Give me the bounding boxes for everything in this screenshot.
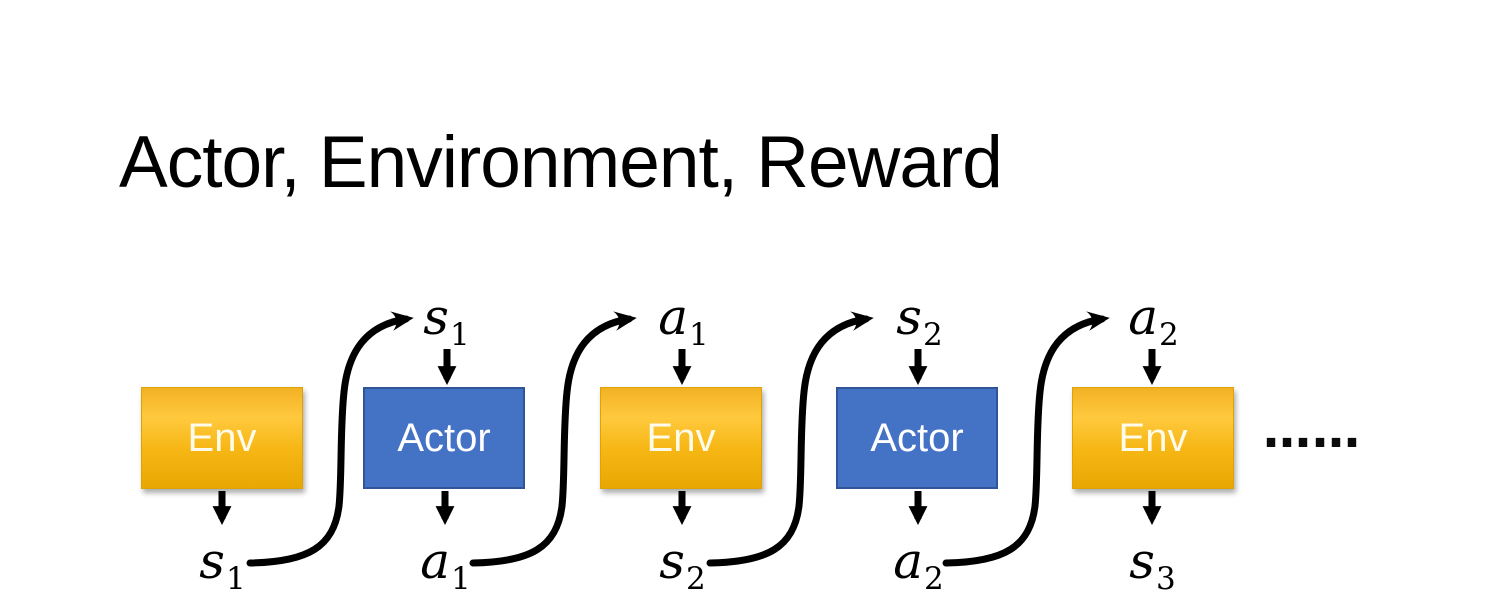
bottom-label-a1: a1 xyxy=(420,536,471,595)
bottom-label-s2-var: s xyxy=(659,532,685,590)
actor-box-2-label: Actor xyxy=(870,415,964,460)
top-label-s1-var: s xyxy=(423,288,449,346)
top-label-a2-var: a xyxy=(1128,288,1159,346)
env-box-1: Env xyxy=(141,387,303,489)
env-box-2: Env xyxy=(600,387,762,489)
continuation-dots: …… xyxy=(1263,403,1361,459)
bottom-label-a2-sub: 2 xyxy=(924,561,944,597)
bottom-label-s1-sub: 1 xyxy=(225,561,246,597)
top-label-s2-var: s xyxy=(896,288,922,346)
actor-box-2: Actor xyxy=(836,387,998,489)
actor-box-1-label: Actor xyxy=(397,415,491,460)
top-label-s1-sub: 1 xyxy=(449,317,470,353)
actor-box-1: Actor xyxy=(363,387,525,489)
top-label-a1-sub: 1 xyxy=(689,317,709,353)
bottom-label-a1-var: a xyxy=(420,532,451,590)
bottom-label-s2: s2 xyxy=(659,536,705,595)
top-label-s2-sub: 2 xyxy=(922,317,943,353)
bottom-label-s1: s1 xyxy=(199,536,245,595)
env-box-3: Env xyxy=(1072,387,1234,489)
env-box-1-label: Env xyxy=(187,415,257,460)
top-label-a2: a2 xyxy=(1128,292,1179,351)
top-label-a2-sub: 2 xyxy=(1159,317,1179,353)
bottom-label-s1-var: s xyxy=(199,532,225,590)
env-box-3-label: Env xyxy=(1118,415,1188,460)
env-box-2-label: Env xyxy=(646,415,716,460)
top-label-s2: s2 xyxy=(896,292,942,351)
bottom-label-s3: s3 xyxy=(1129,536,1175,595)
bottom-label-s3-var: s xyxy=(1129,532,1155,590)
bottom-label-a2: a2 xyxy=(893,536,944,595)
slide-title: Actor, Environment, Reward xyxy=(119,122,1003,203)
bottom-label-s3-sub: 3 xyxy=(1155,561,1176,597)
bottom-label-a2-var: a xyxy=(893,532,924,590)
top-label-a1: a1 xyxy=(658,292,709,351)
bottom-label-s2-sub: 2 xyxy=(685,561,706,597)
top-label-a1-var: a xyxy=(658,288,689,346)
top-label-s1: s1 xyxy=(423,292,469,351)
bottom-label-a1-sub: 1 xyxy=(451,561,471,597)
